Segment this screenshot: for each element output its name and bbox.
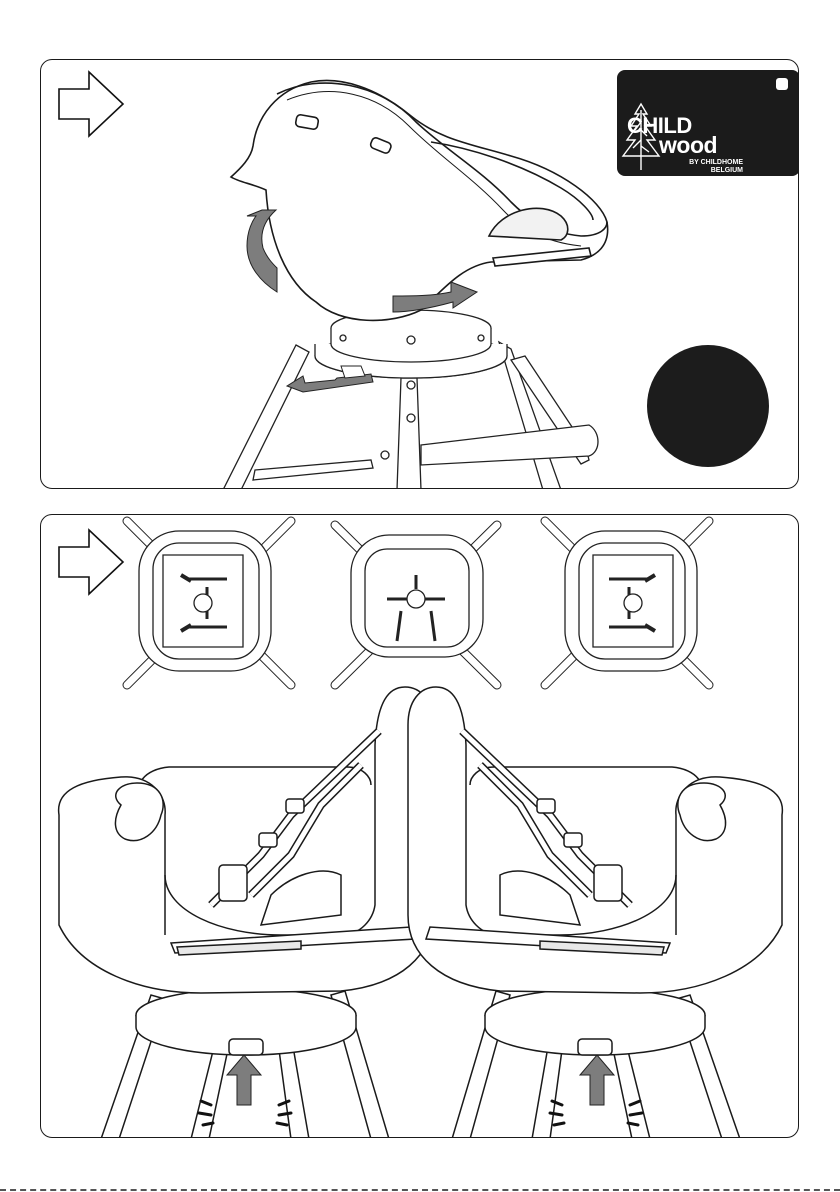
step-arrow-icon [59,72,123,136]
top-view-seat-right [545,521,709,685]
chair-view-right [408,687,782,1138]
childwood-logo: CHILD wood BY CHILDHOME BELGIUM [617,70,799,176]
seat-positions-illustration [41,515,799,1138]
top-view-seat-left [127,521,291,685]
page-bottom-rule [0,1189,840,1191]
logo-wood-text: wood [659,134,717,157]
tree-icon [617,100,665,172]
step-number-badge [647,345,769,467]
step-arrow-icon [59,530,123,594]
logo-country-text: BELGIUM [665,167,743,175]
top-view-seat-center [335,525,497,685]
logo-corner-mark [776,78,788,90]
step-panel-rotate-seat: CHILD wood BY CHILDHOME BELGIUM [40,59,799,489]
logo-by-text: BY CHILDHOME [665,159,743,167]
push-up-arrow-icon [227,1055,261,1105]
step-panel-lock-position [40,514,799,1138]
seat-shell [231,80,608,320]
